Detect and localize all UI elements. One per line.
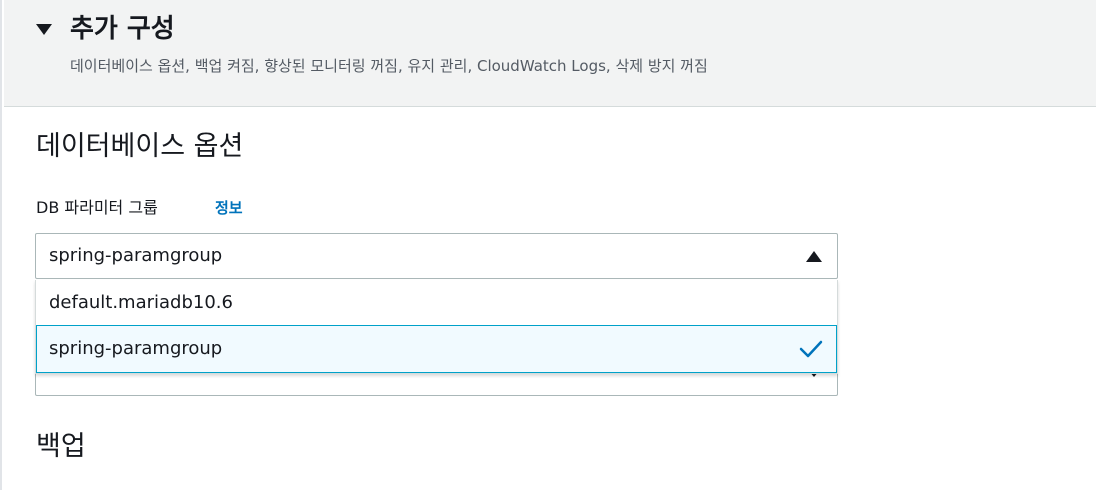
dropdown-option-selected[interactable]: spring-paramgroup [36,325,837,373]
option-label: default.mariadb10.6 [49,292,233,313]
param-group-label: DB 파라미터 그룹 [36,198,158,217]
section-title[interactable]: 추가 구성 [70,14,175,44]
check-icon [799,340,823,358]
caret-up-icon [806,251,822,262]
chevron-down-icon [809,371,819,377]
param-group-dropdown: default.mariadb10.6 spring-paramgroup [35,280,838,374]
backup-title: 백업 [36,431,86,462]
param-group-select[interactable]: spring-paramgroup [35,233,838,279]
section-description: 데이터베이스 옵션, 백업 켜짐, 향상된 모니터링 꺼짐, 유지 관리, Cl… [70,57,708,75]
additional-config-header[interactable]: 추가 구성 데이터베이스 옵션, 백업 켜짐, 향상된 모니터링 꺼짐, 유지 … [4,0,1096,107]
info-link[interactable]: 정보 [215,199,243,217]
dropdown-option[interactable]: default.mariadb10.6 [36,280,837,325]
param-group-selected-value: spring-paramgroup [49,245,223,266]
database-options-title: 데이터베이스 옵션 [36,131,244,162]
caret-down-icon[interactable] [36,24,52,35]
option-label: spring-paramgroup [49,338,223,359]
